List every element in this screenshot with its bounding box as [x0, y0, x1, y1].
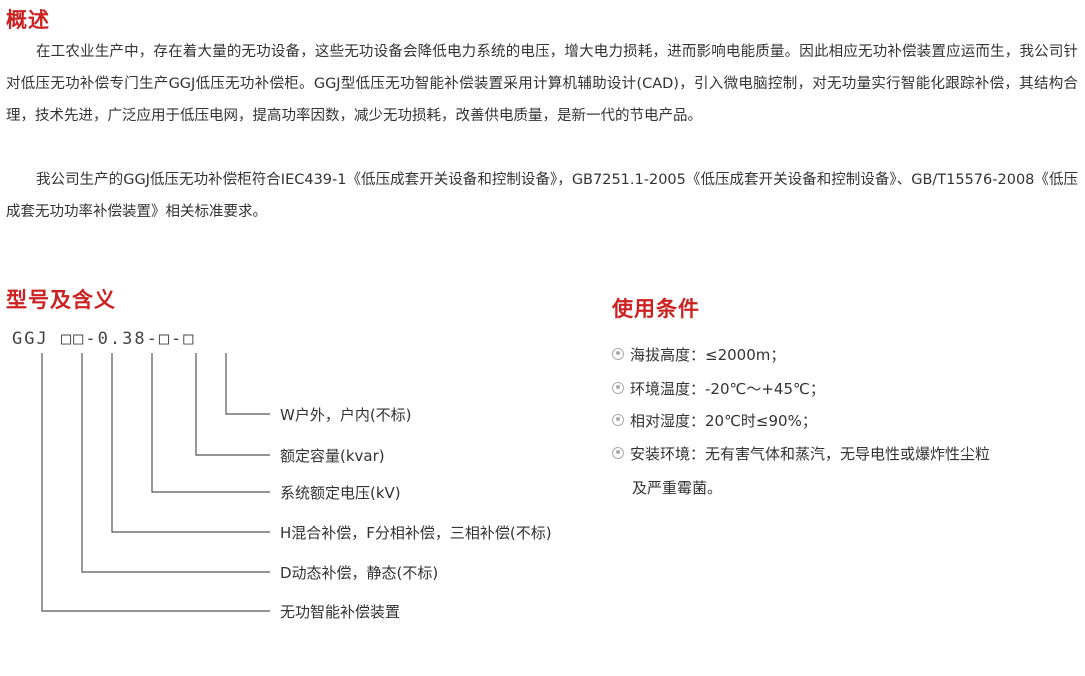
connector-line-6: [41, 353, 270, 612]
legend-outdoor-indoor: W户外，户内(不标): [280, 406, 412, 424]
model-code: GGJ □□-0.38-□-□: [12, 329, 196, 349]
bullet-icon: [612, 446, 624, 459]
condition-humidity: 相对湿度：20℃时≤90%；: [612, 410, 817, 431]
overview-paragraph-1: 在工农业生产中，存在着大量的无功设备，这些无功设备会降低电力系统的电压，增大电力…: [6, 44, 1078, 124]
legend-compensation-mode: H混合补偿，F分相补偿，三相补偿(不标): [280, 524, 552, 542]
conditions-title: 使用条件: [612, 297, 700, 321]
model-connector-lines: [41, 353, 270, 612]
legend-dynamic-static: D动态补偿，静态(不标): [280, 564, 439, 582]
condition-temperature: 环境温度：-20℃～+45℃；: [612, 378, 825, 399]
overview-title: 概述: [6, 8, 50, 32]
connector-line-5: [81, 353, 270, 573]
condition-altitude: 海拔高度：≤2000m；: [612, 344, 785, 365]
connector-line-2: [195, 353, 270, 456]
legend-device-name: 无功智能补偿装置: [280, 603, 401, 621]
legend-rated-voltage: 系统额定电压(kV): [280, 484, 401, 502]
bullet-icon: [612, 347, 624, 360]
connector-line-3: [151, 353, 270, 493]
connector-line-4: [111, 353, 270, 533]
bullet-icon: [612, 413, 624, 426]
model-title: 型号及含义: [6, 288, 116, 312]
legend-rated-capacity: 额定容量(kvar): [280, 447, 385, 465]
overview-paragraph-2: 我公司生产的GGJ低压无功补偿柜符合IEC439-1《低压成套开关设备和控制设备…: [6, 172, 1078, 220]
condition-environment-continued: 及严重霉菌。: [632, 479, 723, 497]
condition-environment: 安装环境：无有害气体和蒸汽，无导电性或爆炸性尘粒: [612, 443, 990, 464]
bullet-icon: [612, 381, 624, 394]
connector-line-1: [225, 353, 270, 415]
